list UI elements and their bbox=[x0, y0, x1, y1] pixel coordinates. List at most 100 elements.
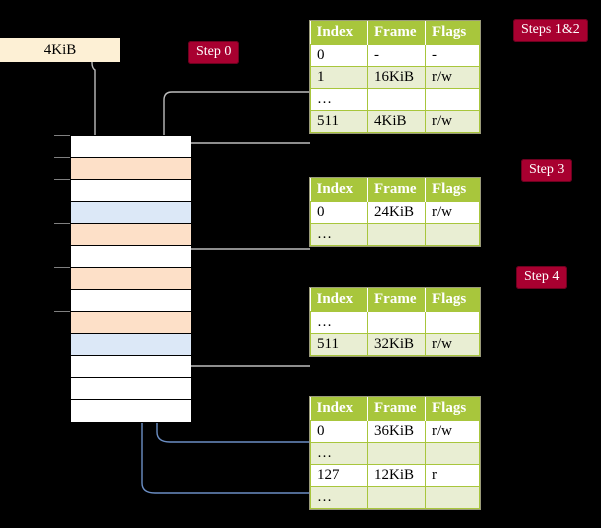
physical-memory-column bbox=[70, 135, 191, 423]
memory-frame-row bbox=[71, 378, 191, 400]
column-header-flags: Flags bbox=[425, 397, 480, 421]
table-cell: 12KiB bbox=[367, 464, 426, 487]
wire-level3-to-memory bbox=[173, 298, 310, 367]
memory-frame-row bbox=[71, 400, 191, 422]
offset-box-label: 4KiB bbox=[43, 42, 77, 58]
table-cell: 16KiB bbox=[367, 66, 426, 89]
table-cell: r/w bbox=[425, 333, 480, 356]
table-cell bbox=[425, 442, 480, 465]
table-cell: … bbox=[310, 88, 368, 111]
badge-step-3: Step 3 bbox=[521, 159, 573, 182]
table-row: … bbox=[310, 88, 480, 111]
table-cell: - bbox=[367, 44, 426, 67]
wire-level2-to-memory bbox=[173, 248, 310, 265]
column-header-index: Index bbox=[310, 397, 368, 421]
badge-step-4: Step 4 bbox=[516, 266, 568, 289]
table-cell: 0 bbox=[310, 420, 368, 443]
badge-steps-1-2-label: Steps 1&2 bbox=[521, 22, 580, 37]
table-cell: 511 bbox=[310, 110, 368, 133]
memory-frame-row bbox=[71, 312, 191, 334]
table-cell: … bbox=[310, 223, 368, 246]
memory-frame-row bbox=[71, 334, 191, 356]
table-row: … bbox=[310, 311, 480, 334]
table-cell bbox=[367, 223, 426, 246]
table-cell: r/w bbox=[425, 66, 480, 89]
column-header-flags: Flags bbox=[425, 288, 480, 312]
memory-frame-row bbox=[71, 246, 191, 268]
column-header-frame: Frame bbox=[367, 178, 426, 202]
memory-frame-row bbox=[71, 224, 191, 246]
memory-frame-row bbox=[71, 290, 191, 312]
column-header-index: Index bbox=[310, 288, 368, 312]
table-cell: 127 bbox=[310, 464, 368, 487]
memory-tick-mark bbox=[54, 311, 70, 312]
table-cell: … bbox=[310, 486, 368, 509]
badge-step-3-label: Step 3 bbox=[529, 162, 565, 177]
column-header-flags: Flags bbox=[425, 178, 480, 202]
table-cell: 4KiB bbox=[367, 110, 426, 133]
table-row: … bbox=[310, 486, 480, 509]
memory-frame-row bbox=[71, 158, 191, 180]
table-cell: 36KiB bbox=[367, 420, 426, 443]
table-row: … bbox=[310, 223, 480, 246]
table-cell bbox=[367, 442, 426, 465]
table-cell bbox=[425, 88, 480, 111]
badge-step-0: Step 0 bbox=[188, 41, 240, 64]
table-cell bbox=[367, 486, 426, 509]
table-cell: 24KiB bbox=[367, 201, 426, 224]
memory-tick-mark bbox=[54, 179, 70, 180]
badge-steps-1-2: Steps 1&2 bbox=[513, 19, 588, 42]
column-header-flags: Flags bbox=[425, 21, 480, 45]
table-cell: 511 bbox=[310, 333, 368, 356]
table-cell: … bbox=[310, 442, 368, 465]
memory-frame-row bbox=[71, 202, 191, 224]
offset-box: 4KiB bbox=[0, 38, 120, 62]
table-cell bbox=[425, 311, 480, 334]
table-cell: r/w bbox=[425, 420, 480, 443]
table-cell: - bbox=[425, 44, 480, 67]
memory-tick-mark bbox=[54, 135, 70, 136]
table-cell: 32KiB bbox=[367, 333, 426, 356]
table-cell: 0 bbox=[310, 201, 368, 224]
memory-tick-mark bbox=[54, 157, 70, 158]
column-header-index: Index bbox=[310, 178, 368, 202]
table-cell: r/w bbox=[425, 201, 480, 224]
table-cell: r/w bbox=[425, 110, 480, 133]
memory-tick-mark bbox=[54, 223, 70, 224]
table-cell: 0 bbox=[310, 44, 368, 67]
table-cell bbox=[425, 486, 480, 509]
memory-frame-row bbox=[71, 136, 191, 158]
memory-frame-row bbox=[71, 180, 191, 202]
memory-frame-row bbox=[71, 268, 191, 290]
table-row: … bbox=[310, 442, 480, 465]
memory-frame-row bbox=[71, 356, 191, 378]
column-header-frame: Frame bbox=[367, 397, 426, 421]
column-header-frame: Frame bbox=[367, 21, 426, 45]
badge-step-0-label: Step 0 bbox=[196, 44, 232, 59]
table-cell bbox=[425, 223, 480, 246]
wire-level1b-to-memory bbox=[173, 142, 310, 221]
table-cell bbox=[367, 311, 426, 334]
memory-tick-mark bbox=[54, 267, 70, 268]
table-cell bbox=[367, 88, 426, 111]
table-cell: 1 bbox=[310, 66, 368, 89]
column-header-index: Index bbox=[310, 21, 368, 45]
column-header-frame: Frame bbox=[367, 288, 426, 312]
table-row: 0-- bbox=[310, 44, 480, 67]
table-cell: r bbox=[425, 464, 480, 487]
badge-step-4-label: Step 4 bbox=[524, 269, 560, 284]
